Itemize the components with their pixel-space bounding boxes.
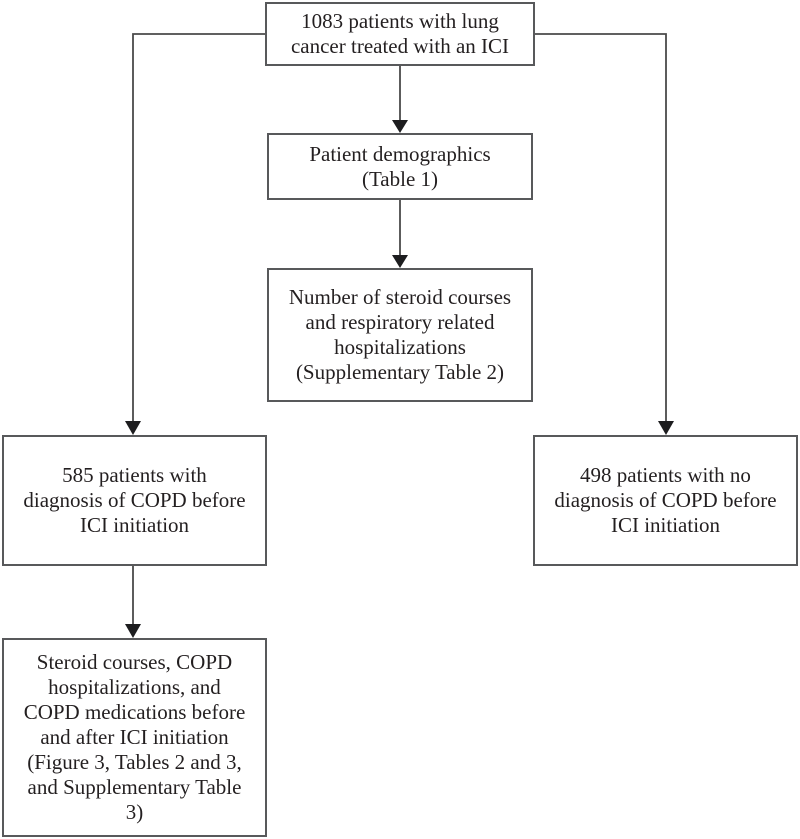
node-steroid-courses-hospitalizations: Number of steroid courses and respirator… [267, 268, 533, 402]
edge-demographics-to-steroid [392, 200, 408, 268]
arrowhead-down [125, 624, 141, 638]
edge-copd-to-outcomes [125, 566, 141, 638]
node-copd-outcomes: Steroid courses, COPD hospitalizations, … [2, 638, 267, 837]
arrowhead-down [658, 421, 674, 435]
edge-total-to-demographics [392, 66, 408, 133]
node-patient-demographics: Patient demographics (Table 1) [267, 133, 533, 200]
node-no-copd-diagnosis: 498 patients with no diagnosis of COPD b… [533, 435, 798, 566]
node-total-patients: 1083 patients with lung cancer treated w… [265, 2, 535, 66]
arrowhead-down [125, 421, 141, 435]
arrowhead-down [392, 120, 408, 133]
edge-total-to-copd [125, 33, 265, 435]
arrowhead-down [392, 255, 408, 268]
node-copd-diagnosis: 585 patients with diagnosis of COPD befo… [2, 435, 267, 566]
edge-total-to-nocopd [535, 33, 674, 435]
